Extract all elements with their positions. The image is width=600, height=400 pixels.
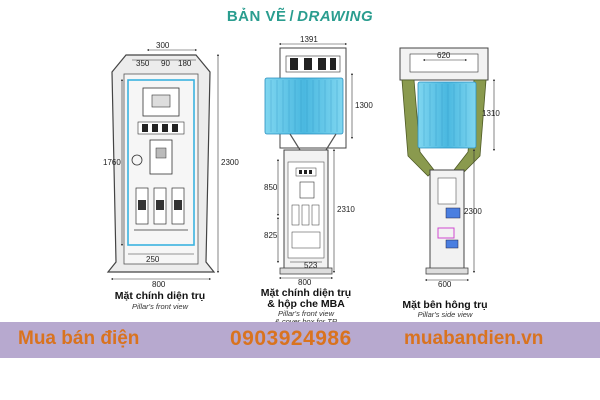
cover-view-caption-2: & hộp che MBA	[267, 298, 345, 310]
front-cover-view: 1391 1300 850 2310 825 523 800	[264, 35, 373, 287]
title-separator: /	[289, 8, 295, 25]
side-view-caption: Mặt bên hông trụ	[402, 299, 488, 311]
cover-breakers	[291, 167, 321, 249]
side-dim-top-width: 620	[437, 51, 451, 60]
front-door-frame	[127, 79, 195, 246]
cover-view-caption-1: Mặt chính diện trụ	[260, 287, 352, 299]
front-dim-height-total: 2300	[221, 158, 239, 167]
side-pillar-body	[429, 169, 465, 271]
front-view: 300 350 90 180 1760 2300 250 800	[103, 41, 239, 289]
banner-website[interactable]: muabandien.vn	[404, 328, 544, 349]
side-blue-component	[445, 207, 461, 219]
side-dim-base: 600	[438, 280, 452, 289]
outgoing-breakers	[135, 187, 185, 225]
cover-view-subcaption-2: & cover box for TR	[236, 318, 376, 326]
page-title: BẢN VẼ/DRAWING	[0, 8, 600, 25]
front-dim-top-left: 350	[136, 59, 150, 68]
banner-phone[interactable]: 0903924986	[230, 327, 352, 350]
front-dim-base-inner: 250	[146, 255, 160, 264]
title-vi: BẢN VẼ	[226, 8, 287, 25]
cover-dim-mid2: 825	[264, 231, 278, 240]
front-view-subcaption: Pillar's front view	[131, 302, 189, 311]
bottom-area	[0, 358, 600, 400]
contact-banner: Mua bán điện 0903924986 muabandien.vn	[0, 322, 600, 358]
cover-dim-mid1: 850	[264, 183, 278, 192]
cover-dim-base-total: 800	[298, 278, 312, 287]
breaker-row	[137, 121, 185, 135]
front-view-caption: Mặt chính diện trụ	[114, 290, 206, 302]
cover-dim-base-inner: 523	[304, 261, 318, 270]
transformer-terminals	[285, 55, 341, 73]
cover-dim-total: 2310	[337, 205, 355, 214]
cover-dim-tr-height: 1300	[355, 101, 373, 110]
front-dim-top-mid: 90	[161, 59, 170, 68]
front-dim-height-inner: 1760	[103, 158, 121, 167]
title-en: DRAWING	[297, 8, 374, 25]
side-view: 620 1310 2300 600	[399, 47, 500, 289]
side-view-subcaption: Pillar's side view	[417, 310, 473, 319]
transformer-front	[264, 77, 344, 135]
front-dim-top-right: 180	[178, 59, 192, 68]
transformer-side	[417, 81, 477, 149]
side-magenta-component	[437, 227, 455, 239]
cover-view-subcaption-1: Pillar's front view	[277, 309, 335, 318]
side-dim-total: 2300	[464, 207, 482, 216]
banner-brand: Mua bán điện	[18, 328, 140, 349]
front-dim-top-total: 300	[156, 41, 170, 50]
front-dim-base-total: 800	[152, 280, 166, 289]
side-dim-tr-height: 1310	[482, 109, 500, 118]
cover-dim-top-width: 1391	[300, 35, 318, 44]
